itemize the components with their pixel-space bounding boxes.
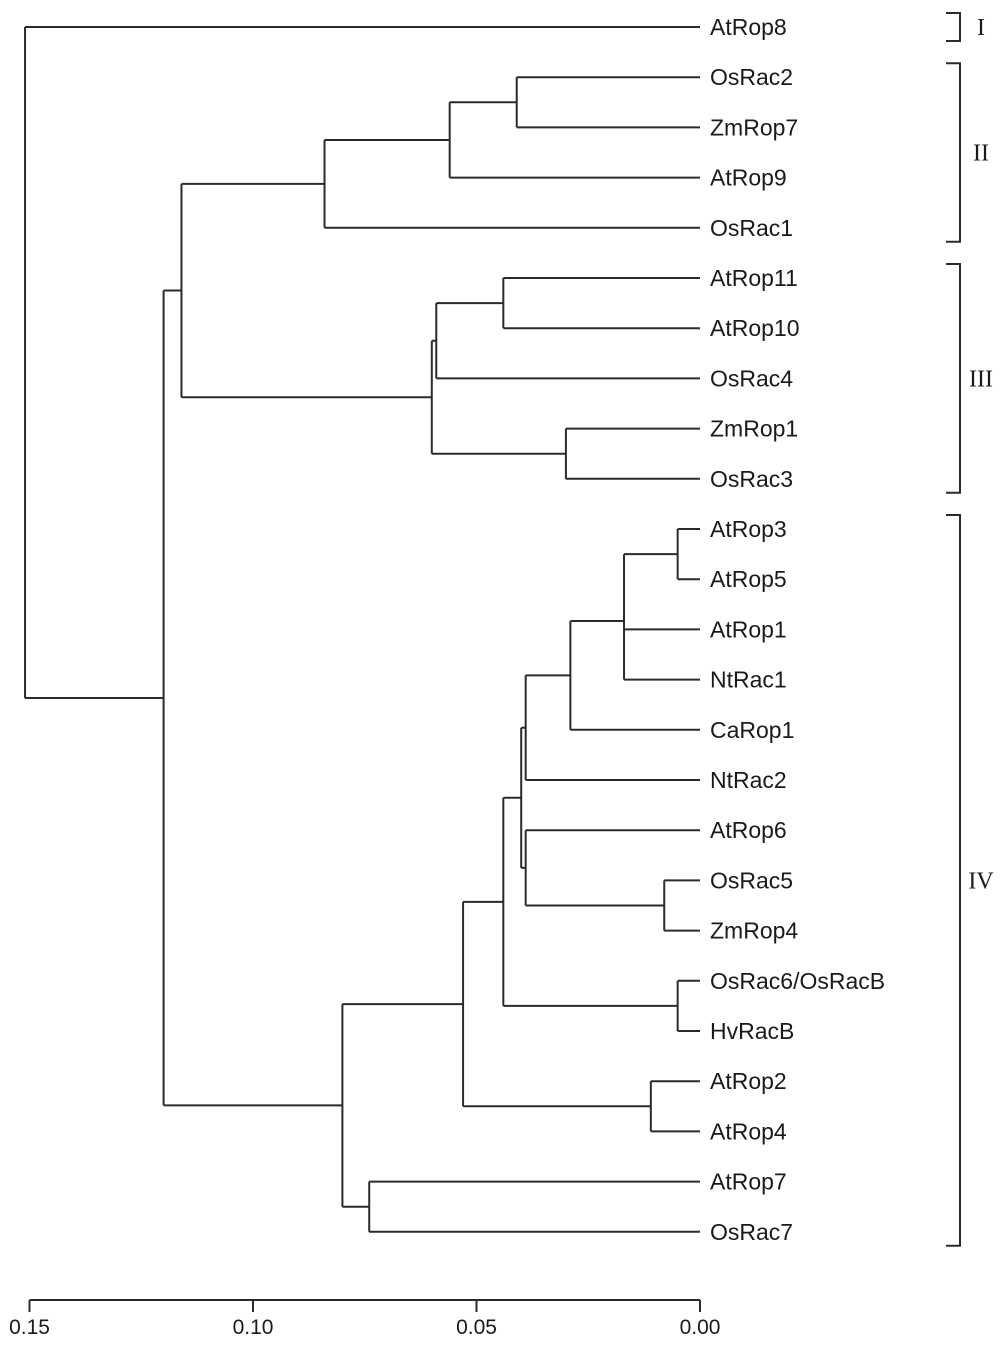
scale-axis-tick-label: 0.15 bbox=[9, 1316, 50, 1339]
clade-bracket-ii bbox=[946, 62, 961, 243]
leaf-label-atrop9: AtRop9 bbox=[710, 165, 787, 191]
clade-label-i: I bbox=[977, 15, 985, 41]
tree-branches bbox=[24, 26, 700, 1233]
scale-axis-tick-label: 0.05 bbox=[456, 1316, 497, 1339]
leaf-label-hvracb: HvRacB bbox=[710, 1018, 794, 1044]
leaf-label-osrac3: OsRac3 bbox=[710, 466, 793, 492]
leaf-label-atrop8: AtRop8 bbox=[710, 14, 787, 40]
leaf-label-atrop3: AtRop3 bbox=[710, 516, 787, 542]
distance-scale-axis: 0.15 0.10 0.05 0.00 bbox=[9, 1299, 721, 1339]
leaf-label-atrop6: AtRop6 bbox=[710, 817, 787, 843]
leaf-label-ntrac2: NtRac2 bbox=[710, 767, 787, 793]
leaf-label-osrac4: OsRac4 bbox=[710, 365, 793, 391]
clade-bracket-i bbox=[946, 12, 961, 42]
leaf-label-osrac7: OsRac7 bbox=[710, 1219, 793, 1245]
leaf-label-ntrac1: NtRac1 bbox=[710, 667, 787, 693]
leaf-label-atrop5: AtRop5 bbox=[710, 566, 787, 592]
leaf-label-atrop2: AtRop2 bbox=[710, 1068, 787, 1094]
leaf-label-zmrop4: ZmRop4 bbox=[710, 918, 798, 944]
leaf-label-atrop7: AtRop7 bbox=[710, 1169, 787, 1195]
leaf-label-atrop4: AtRop4 bbox=[710, 1118, 787, 1144]
clade-label-ii: II bbox=[973, 141, 989, 167]
leaf-label-atrop11: AtRop11 bbox=[710, 265, 798, 291]
leaf-label-osrac1: OsRac1 bbox=[710, 215, 793, 241]
scale-axis-tick-label: 0.10 bbox=[233, 1316, 274, 1339]
clade-bracket-iii bbox=[946, 263, 961, 494]
leaf-label-zmrop1: ZmRop1 bbox=[710, 416, 798, 442]
clade-bracket-iv bbox=[946, 514, 961, 1247]
leaf-label-osrac2: OsRac2 bbox=[710, 64, 793, 90]
leaf-label-atrop1: AtRop1 bbox=[710, 616, 787, 642]
clade-label-iii: III bbox=[969, 366, 993, 392]
clade-label-iv: IV bbox=[968, 868, 994, 894]
leaf-label-carop1: CaRop1 bbox=[710, 717, 794, 743]
leaf-label-atrop10: AtRop10 bbox=[710, 315, 800, 341]
leaf-label-zmrop7: ZmRop7 bbox=[710, 114, 798, 140]
leaf-labels: AtRop8OsRac2ZmRop7AtRop9OsRac1AtRop11AtR… bbox=[710, 14, 885, 1245]
leaf-label-osrac6-osracb: OsRac6/OsRacB bbox=[710, 968, 885, 994]
leaf-label-osrac5: OsRac5 bbox=[710, 867, 793, 893]
scale-axis-tick-label: 0.00 bbox=[680, 1316, 721, 1339]
